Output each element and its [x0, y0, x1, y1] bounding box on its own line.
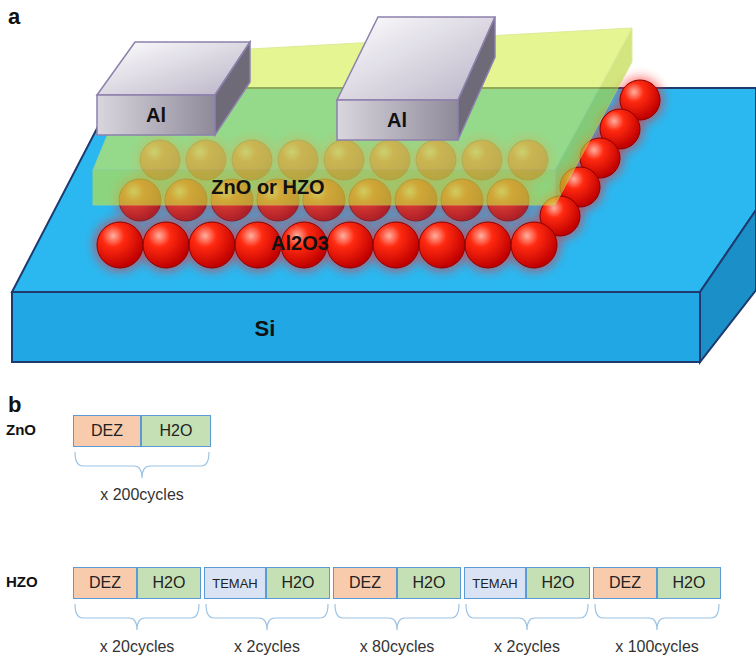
layer-side — [555, 28, 632, 205]
al-front — [97, 95, 215, 135]
cycle-count: x 200cycles — [100, 486, 184, 504]
al2o3-sphere — [143, 222, 189, 268]
al-electrode — [337, 17, 495, 140]
al2o3-sphere — [327, 222, 373, 268]
layer-label: ZnO or HZO — [211, 176, 324, 199]
step-label: DEZ — [349, 574, 381, 592]
process-step-box: TEMAH — [204, 567, 266, 599]
al2o3-sphere — [373, 222, 419, 268]
step-label: H2O — [542, 574, 575, 592]
process-step-box: H2O — [526, 567, 590, 599]
layer-label: Si — [255, 316, 276, 342]
cycle-count: x 2cycles — [494, 638, 560, 656]
cycle-brackets — [75, 452, 719, 630]
sphere-glow — [93, 218, 147, 272]
al2o3-sphere — [465, 222, 511, 268]
al-side — [215, 42, 250, 135]
al2o3-sphere — [189, 222, 235, 268]
step-label: H2O — [153, 574, 186, 592]
al-side — [458, 17, 495, 140]
sphere-glow — [185, 218, 239, 272]
si-front — [12, 292, 700, 362]
process-step-box: H2O — [141, 415, 211, 447]
sphere-glow — [369, 218, 423, 272]
al-front — [337, 100, 458, 140]
cycle-count: x 2cycles — [234, 638, 300, 656]
layer-label: Al2O3 — [271, 232, 329, 255]
sphere-glow — [415, 218, 469, 272]
sphere-glow — [461, 218, 515, 272]
si-side — [700, 210, 756, 362]
step-label: TEMAH — [472, 576, 518, 591]
process-step-box: DEZ — [73, 415, 141, 447]
layer-label: Al — [146, 104, 166, 127]
process-step-box: H2O — [397, 567, 461, 599]
panel-letter: a — [8, 4, 20, 30]
cycle-count: x 20cycles — [100, 638, 175, 656]
sphere-glow — [323, 218, 377, 272]
al-electrode — [97, 42, 250, 135]
step-label: DEZ — [609, 574, 641, 592]
process-step-box: DEZ — [73, 567, 137, 599]
process-step-box: H2O — [266, 567, 330, 599]
sphere-glow — [139, 218, 193, 272]
step-label: TEMAH — [212, 576, 258, 591]
row-label: HZO — [6, 573, 38, 590]
step-label: H2O — [160, 422, 193, 440]
cycle-bracket — [75, 452, 209, 478]
layer-label: Al — [387, 109, 407, 132]
cycle-bracket — [75, 604, 199, 630]
step-label: H2O — [413, 574, 446, 592]
process-step-box: H2O — [137, 567, 201, 599]
step-label: DEZ — [89, 574, 121, 592]
al2o3-sphere — [97, 222, 143, 268]
step-label: H2O — [282, 574, 315, 592]
process-step-box: DEZ — [593, 567, 657, 599]
cycle-bracket — [595, 604, 719, 630]
cycle-count: x 80cycles — [360, 638, 435, 656]
layer-front — [93, 170, 555, 205]
step-label: H2O — [673, 574, 706, 592]
process-step-box: H2O — [657, 567, 721, 599]
panel-letter: b — [8, 392, 21, 418]
row-label: ZnO — [6, 421, 36, 438]
cycle-bracket — [206, 604, 328, 630]
process-step-box: DEZ — [333, 567, 397, 599]
cycle-bracket — [466, 604, 588, 630]
cycle-bracket — [335, 604, 459, 630]
al2o3-sphere — [511, 222, 557, 268]
si-substrate — [12, 88, 756, 362]
al2o3-sphere — [419, 222, 465, 268]
process-step-box: TEMAH — [464, 567, 526, 599]
step-label: DEZ — [91, 422, 123, 440]
cycle-count: x 100cycles — [615, 638, 699, 656]
